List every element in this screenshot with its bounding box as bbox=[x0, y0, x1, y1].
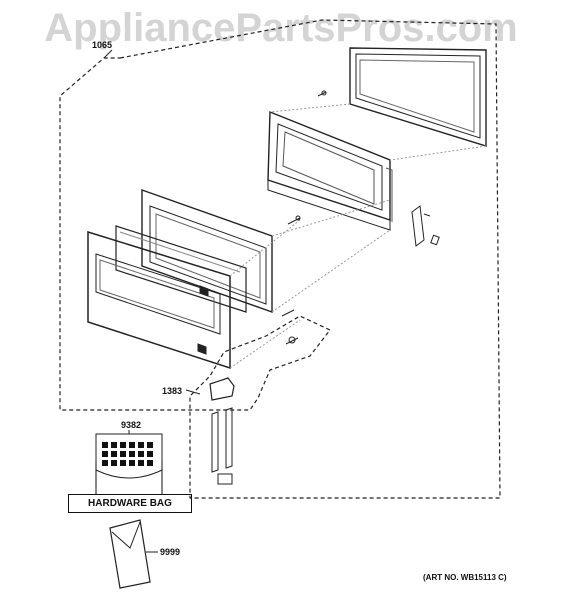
literature-packet bbox=[109, 519, 158, 589]
callout-9382: 9382 bbox=[121, 420, 142, 430]
assembly-leader bbox=[103, 49, 113, 59]
clip-grid bbox=[102, 442, 153, 466]
hardware-bag-label: HARDWARE BAG bbox=[68, 494, 192, 513]
callout-1383: 1383 bbox=[162, 386, 183, 396]
door-latch bbox=[411, 205, 440, 247]
door-glass bbox=[115, 225, 247, 313]
handle-kit bbox=[185, 377, 235, 485]
guide-lines bbox=[229, 103, 487, 369]
door-frame bbox=[267, 110, 393, 231]
screw-top bbox=[317, 90, 327, 97]
art-number: (ART NO. WB15113 C) bbox=[423, 573, 507, 582]
callout-9999: 9999 bbox=[160, 547, 181, 557]
inner-window-panel bbox=[349, 47, 487, 147]
callout-1065: 1065 bbox=[92, 40, 113, 50]
screw-middle bbox=[281, 215, 301, 345]
hardware-bag-pouch bbox=[95, 430, 163, 494]
